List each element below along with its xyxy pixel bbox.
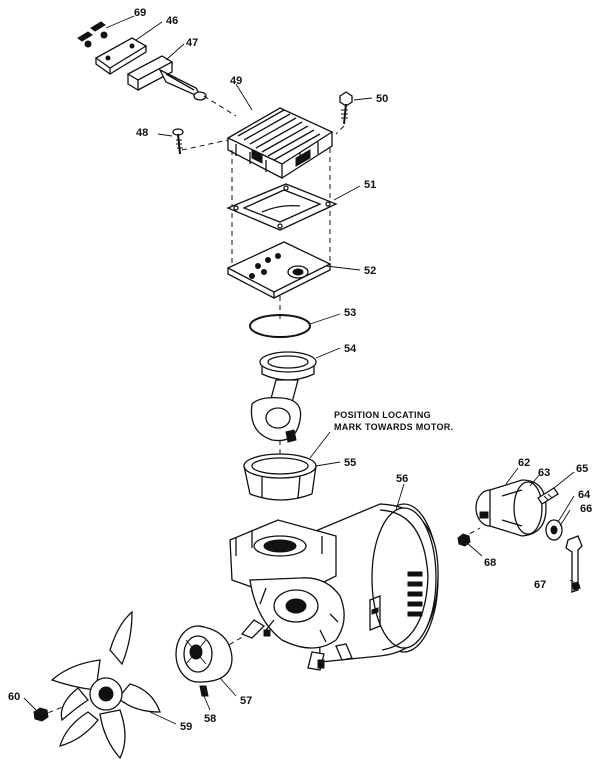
label-65: 65 [576, 463, 588, 475]
part-64-66-washer [545, 519, 563, 541]
assembly-note-line-1: POSITION LOCATING [334, 410, 431, 420]
part-47-intake-tube [126, 55, 207, 101]
label-54: 54 [344, 343, 357, 355]
label-57: 57 [240, 695, 252, 707]
label-68: 68 [484, 557, 496, 569]
label-48: 48 [136, 127, 148, 139]
label-47: 47 [186, 37, 198, 49]
part-50-fitting [339, 91, 353, 125]
part-48-head-bolt [172, 128, 184, 155]
label-49: 49 [230, 75, 242, 87]
label-58: 58 [204, 713, 216, 725]
label-55: 55 [344, 457, 356, 469]
label-53: 53 [344, 307, 356, 319]
part-58-set-screw [199, 685, 209, 697]
part-67-lever [565, 535, 583, 593]
part-59-fan [50, 610, 161, 760]
part-65-screw [537, 487, 559, 505]
label-63: 63 [538, 467, 550, 479]
assembly-note: POSITION LOCATING MARK TOWARDS MOTOR. [334, 410, 453, 432]
part-54-connecting-rod [250, 351, 317, 443]
leader-lines [23, 15, 581, 725]
part-49-cylinder-head [226, 107, 334, 180]
label-46: 46 [166, 15, 178, 27]
part-69-screws [77, 21, 108, 48]
part-57-pulley [175, 625, 233, 683]
part-52-valve-plate [226, 241, 332, 300]
label-60: 60 [8, 691, 20, 703]
part-55-cylinder-sleeve [243, 453, 317, 501]
label-52: 52 [364, 265, 376, 277]
part-56-pump-crankcase [229, 519, 353, 671]
assembly-note-line-2: MARK TOWARDS MOTOR. [334, 422, 453, 432]
label-62: 62 [518, 457, 530, 469]
label-64: 64 [578, 489, 591, 501]
part-53-o-ring [249, 314, 311, 338]
label-69: 69 [134, 7, 146, 19]
part-60-nut [33, 707, 49, 722]
part-51-gasket [226, 183, 338, 231]
label-56: 56 [396, 473, 408, 485]
label-50: 50 [376, 93, 388, 105]
part-labels: 69 46 47 49 50 48 51 52 53 54 55 56 62 6… [8, 7, 592, 733]
label-51: 51 [364, 179, 376, 191]
label-66: 66 [580, 503, 592, 515]
part-46-valve-plate-cover [94, 37, 148, 76]
label-67: 67 [534, 579, 546, 591]
part-62-63-unloader-valve [475, 479, 547, 537]
part-56-motor-housing [317, 503, 439, 663]
label-59: 59 [180, 721, 192, 733]
